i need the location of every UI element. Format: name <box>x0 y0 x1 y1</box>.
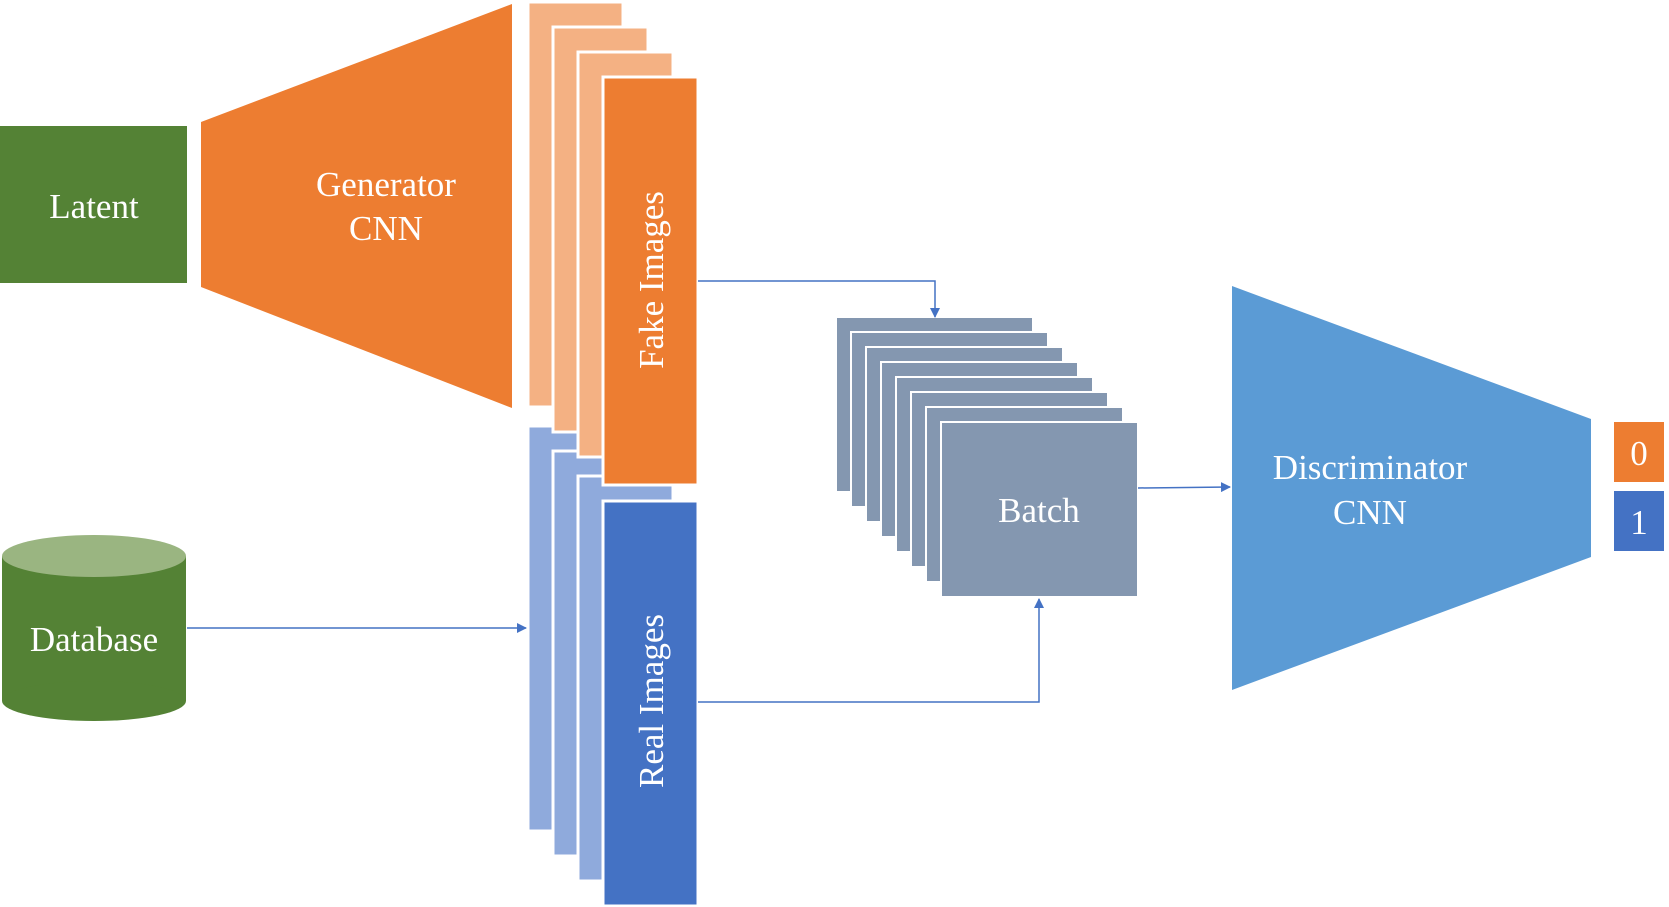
generator-block <box>201 4 512 408</box>
discriminator-label-line1: Discriminator <box>1273 448 1468 487</box>
generator-label-line1: Generator <box>316 165 456 204</box>
arrow-fake-to-batch <box>698 280 940 318</box>
real-images-label: Real Images <box>632 614 671 788</box>
output-fake-label: 0 <box>1630 434 1648 473</box>
arrow-batch-to-discriminator <box>1137 482 1231 493</box>
batch-stack <box>835 316 1139 598</box>
real-images-block <box>601 499 700 907</box>
latent-box <box>0 126 187 283</box>
generator-label-line2: CNN <box>349 209 423 248</box>
latent-label: Latent <box>49 187 139 226</box>
output-real-box <box>1614 491 1664 551</box>
output-real-label: 1 <box>1630 503 1648 542</box>
fake-images-stack <box>526 0 700 487</box>
real-images-stack <box>526 424 700 907</box>
database-cylinder <box>2 535 186 721</box>
fake-images-block <box>601 75 700 487</box>
output-fake-box <box>1614 422 1664 482</box>
discriminator-block <box>1232 286 1591 690</box>
database-label: Database <box>30 620 158 659</box>
fake-images-label: Fake Images <box>632 191 671 369</box>
discriminator-label-line2: CNN <box>1333 493 1407 532</box>
arrow-real-to-batch <box>698 598 1044 703</box>
batch-label: Batch <box>998 491 1080 530</box>
batch-block <box>940 421 1139 598</box>
